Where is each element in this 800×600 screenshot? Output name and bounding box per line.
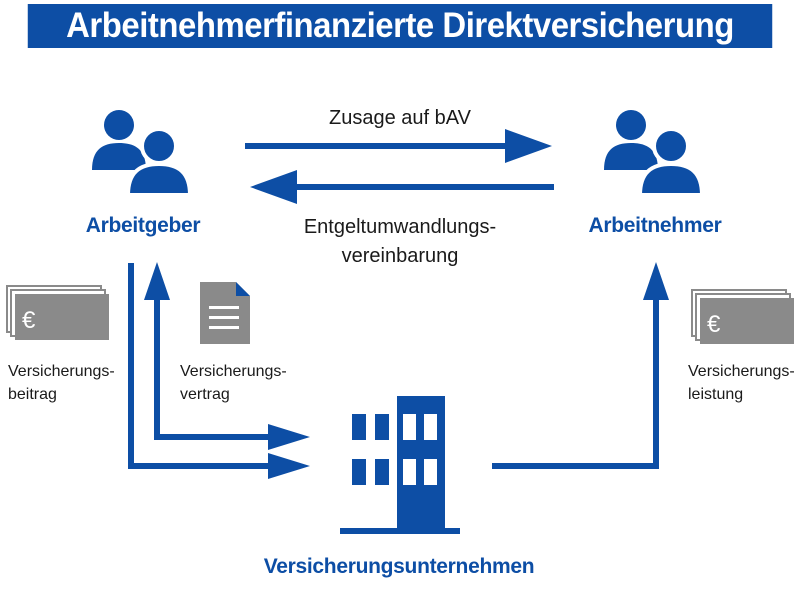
insurer-label: Versicherungsunternehmen — [263, 555, 535, 578]
premium-label-line2: beitrag — [8, 386, 57, 403]
contract-flow-arrow — [154, 295, 275, 440]
contract-label-line1: Versicherungs- — [180, 363, 287, 380]
currency-symbol-premium: € — [22, 307, 36, 334]
contract-flow-right-arrowhead — [268, 424, 310, 450]
employee-label: Arbeitnehmer — [588, 214, 722, 237]
employer-people-icon — [92, 110, 193, 197]
building-icon — [340, 396, 460, 534]
banknotes-icon-benefit: € — [691, 289, 794, 344]
employer-label: Arbeitgeber — [85, 214, 201, 237]
premium-flow-arrow — [128, 263, 275, 469]
conversion-label-line1: Entgeltumwandlungs- — [303, 216, 497, 238]
contract-label: Versicherungs- vertrag — [180, 360, 287, 406]
page-title-text: Arbeitnehmerfinanzierte Direktversicheru… — [66, 6, 734, 45]
benefit-flow-arrowhead — [643, 262, 669, 300]
premium-label-line1: Versicherungs- — [8, 363, 115, 380]
contract-flow-up-arrowhead — [144, 262, 170, 300]
banknotes-icon-premium: € — [6, 285, 109, 340]
benefit-label-line1: Versicherungs- — [688, 363, 795, 380]
commitment-arrow — [245, 129, 552, 163]
commitment-label: Zusage auf bAV — [329, 107, 471, 129]
contract-label-line2: vertrag — [180, 386, 230, 403]
conversion-label: Entgeltumwandlungs- vereinbarung — [304, 213, 496, 271]
document-icon — [200, 282, 250, 344]
conversion-label-line2: vereinbarung — [341, 245, 459, 267]
page-title: Arbeitnehmerfinanzierte Direktversicheru… — [27, 4, 773, 48]
benefit-label: Versicherungs- leistung — [688, 360, 795, 406]
conversion-arrow — [250, 170, 554, 204]
benefit-label-line2: leistung — [688, 386, 744, 403]
currency-symbol-benefit: € — [707, 311, 721, 338]
premium-label: Versicherungs- beitrag — [8, 360, 115, 406]
premium-flow-arrowhead — [268, 453, 310, 479]
employee-people-icon — [604, 110, 705, 197]
benefit-flow-arrow — [492, 295, 659, 469]
